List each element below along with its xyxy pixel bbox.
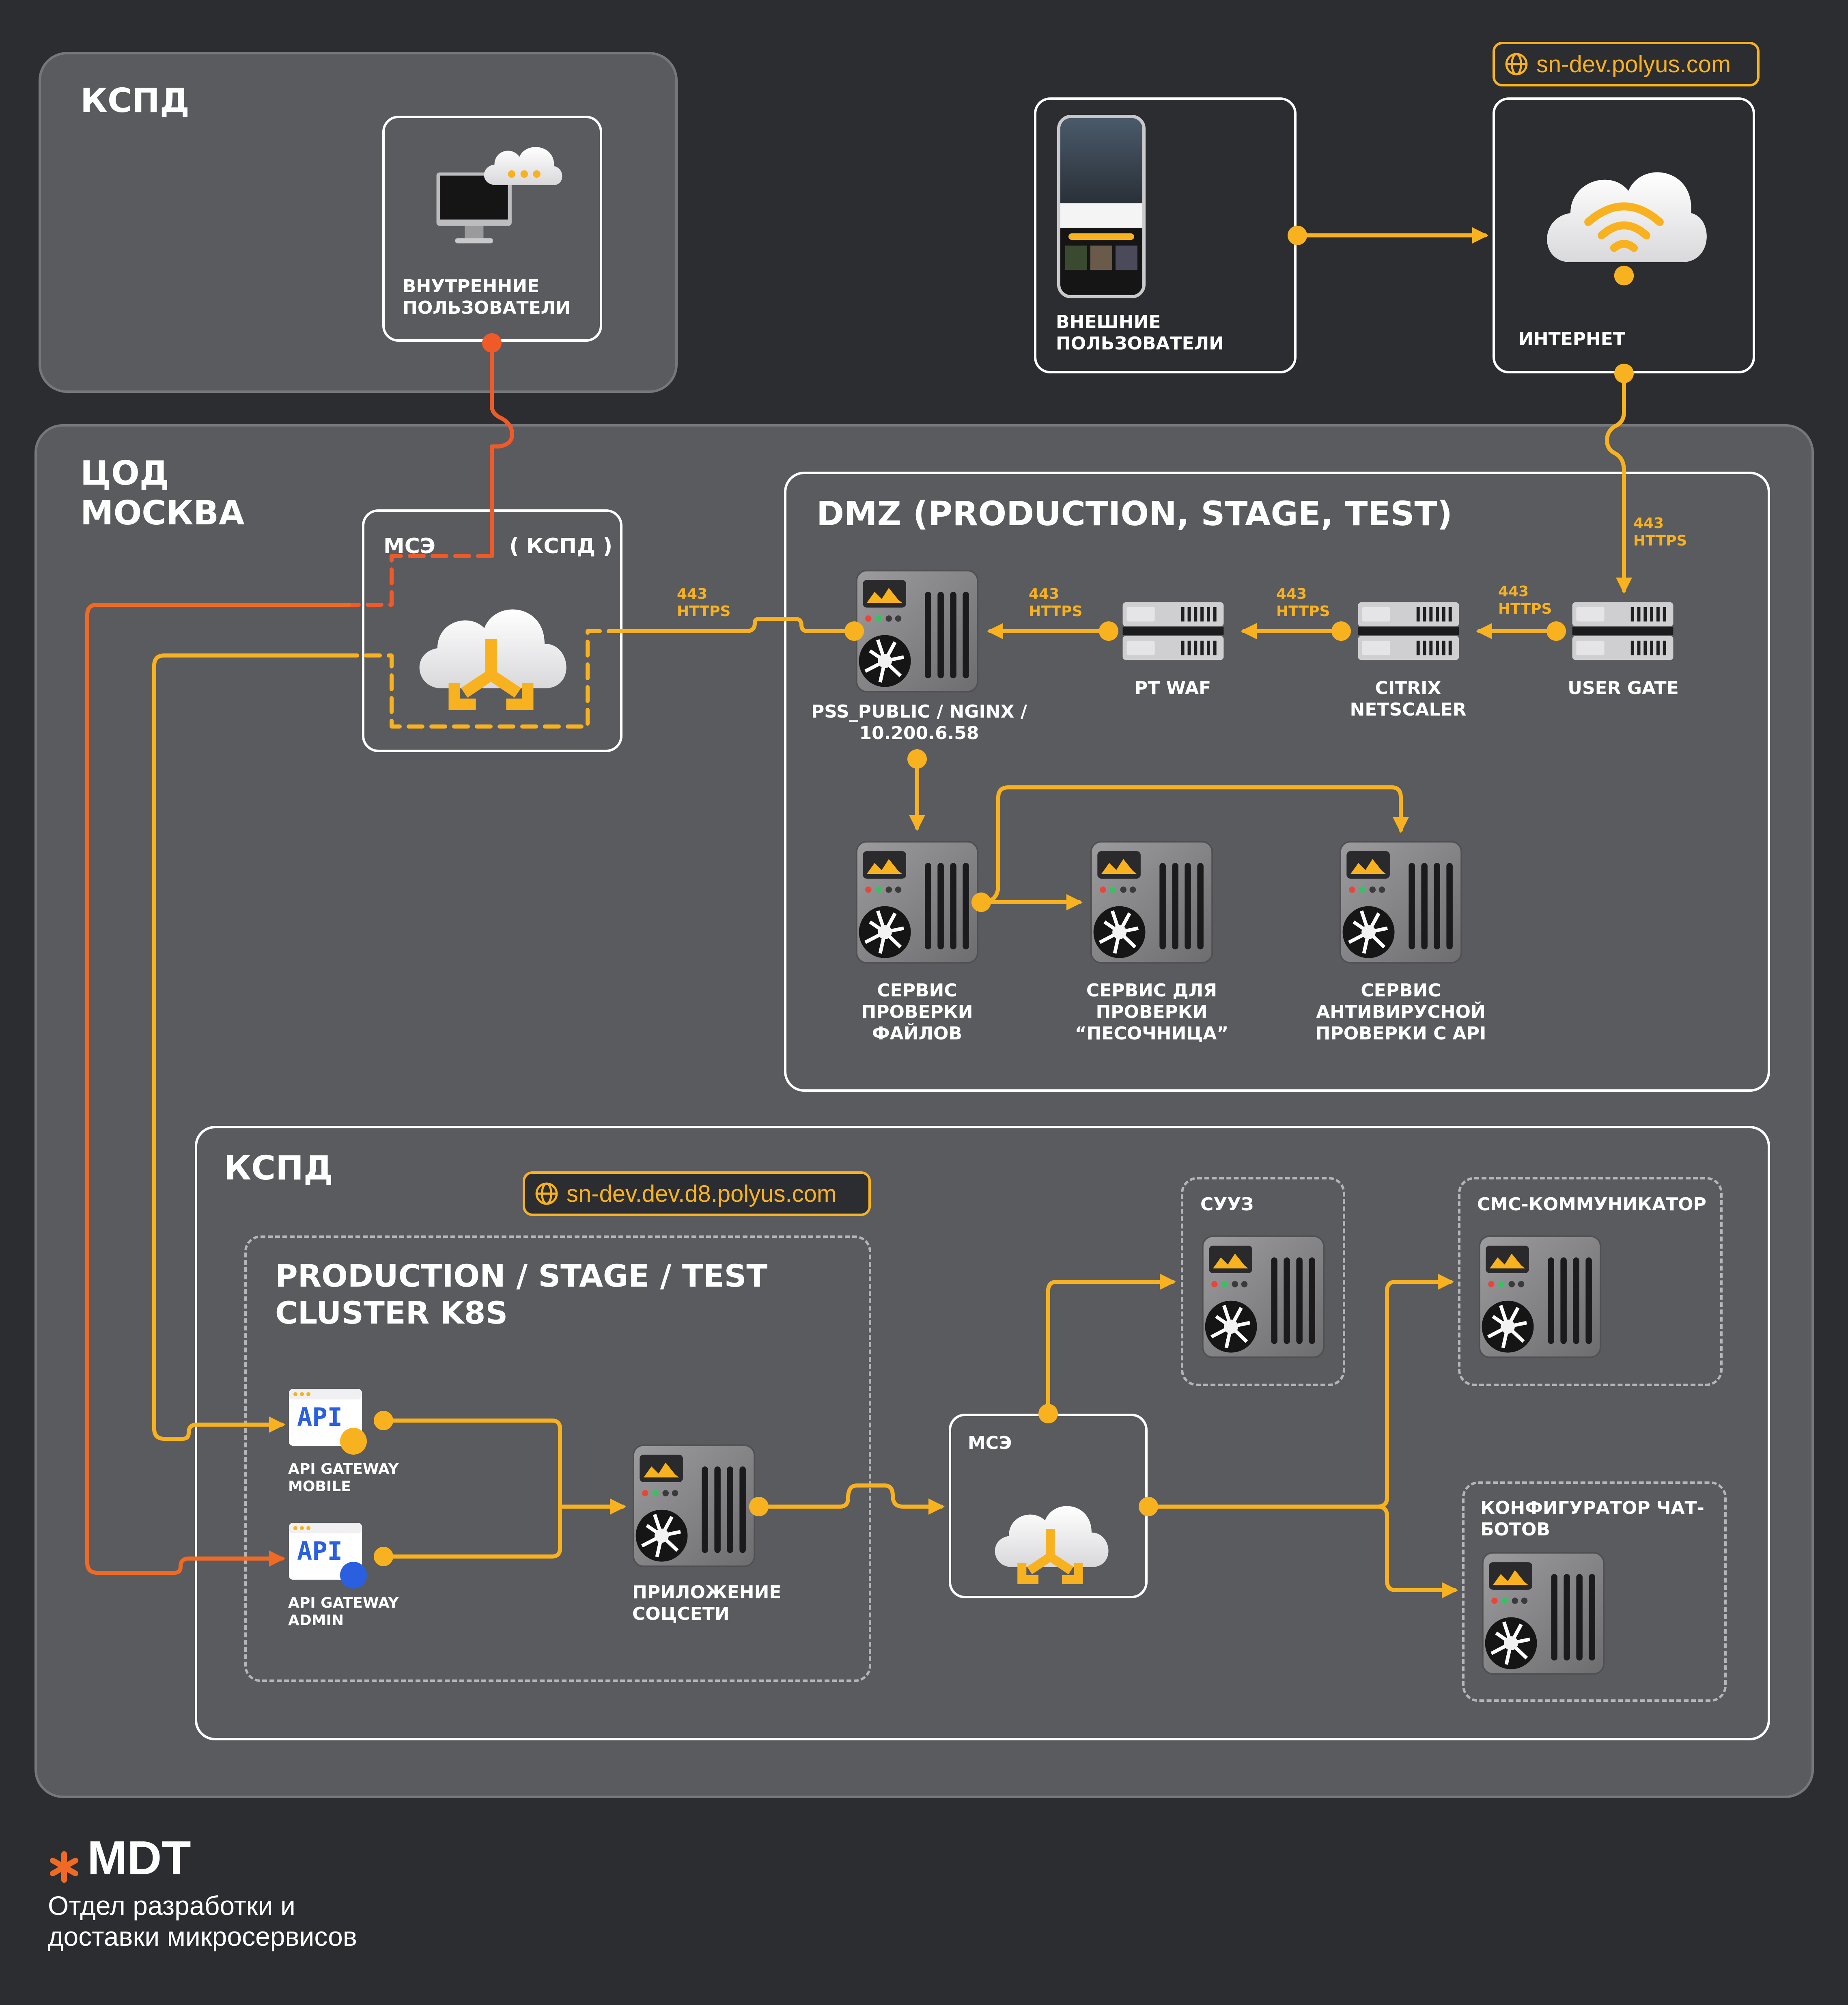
- external-users-label: ВНЕШНИЕ ПОЛЬЗОВАТЕЛИ: [1056, 312, 1224, 354]
- dc-moscow-title: ЦОД МОСКВА: [80, 454, 245, 533]
- mse-kspd-right-label: ( КСПД ): [509, 534, 613, 558]
- sandbox-server-icon: [1089, 839, 1215, 965]
- asterisk-logo-icon: [50, 1851, 78, 1883]
- cloud-merge-icon: [402, 572, 580, 715]
- internal-users-card: [382, 116, 602, 342]
- mse-inner-label: МСЭ: [968, 1433, 1012, 1453]
- chatbot-label: КОНФИГУРАТОР ЧАТ- БОТОВ: [1480, 1498, 1704, 1540]
- pt-waf-rack-icon: [1121, 600, 1226, 664]
- port-citrix-usergate: 443 HTTPS: [1498, 583, 1552, 618]
- api-mobile-badge: API: [297, 1402, 342, 1432]
- suuz-label: СУУЗ: [1200, 1194, 1254, 1215]
- brand-subtitle: Отдел разработки и доставки микросервисо…: [48, 1891, 357, 1951]
- chatbot-server-icon: [1480, 1550, 1606, 1676]
- internet-url-badge[interactable]: sn-dev.polyus.com: [1493, 42, 1760, 86]
- port-mse-pss: 443 HTTPS: [677, 586, 731, 620]
- port-pss-ptwaf: 443 HTTPS: [1029, 586, 1083, 620]
- user-gate-label: USER GATE: [1568, 678, 1679, 699]
- mse-inner-card: [949, 1414, 1148, 1598]
- antivirus-server-icon: [1338, 839, 1464, 965]
- user-gate-rack-icon: [1570, 600, 1675, 664]
- globe-icon: [1504, 52, 1529, 77]
- port-internet-usergate: 443 HTTPS: [1633, 515, 1687, 550]
- mse-kspd-left-label: МСЭ: [383, 534, 436, 558]
- internet-url: sn-dev.polyus.com: [1536, 51, 1731, 78]
- pt-waf-label: PT WAF: [1134, 678, 1211, 699]
- sandbox-label: СЕРВИС ДЛЯ ПРОВЕРКИ “ПЕСОЧНИЦА”: [1075, 980, 1229, 1044]
- api-admin-badge: API: [297, 1536, 342, 1566]
- file-check-label: СЕРВИС ПРОВЕРКИ ФАЙЛОВ: [861, 980, 973, 1044]
- sms-label: СМС-КОММУНИКАТОР: [1477, 1194, 1706, 1215]
- cloud-merge-icon: [981, 1477, 1119, 1588]
- kspd-url-badge[interactable]: sn-dev.dev.d8.polyus.com: [523, 1171, 871, 1216]
- chatbot-zone: [1462, 1481, 1727, 1702]
- globe-icon: [534, 1181, 559, 1206]
- kspd-url: sn-dev.dev.d8.polyus.com: [566, 1180, 837, 1207]
- dmz-title: DMZ (PRODUCTION, STAGE, TEST): [816, 495, 1452, 533]
- social-app-label: ПРИЛОЖЕНИЕ СОЦСЕТИ: [632, 1582, 782, 1624]
- citrix-rack-icon: [1356, 600, 1461, 664]
- social-app-server-icon: [631, 1443, 757, 1569]
- monitor-cloud-icon: [430, 138, 568, 251]
- api-admin-label: API GATEWAY ADMIN: [288, 1595, 399, 1629]
- api-mobile-label: API GATEWAY MOBILE: [288, 1461, 399, 1495]
- antivirus-label: СЕРВИС АНТИВИРУСНОЙ ПРОВЕРКИ С API: [1315, 980, 1486, 1044]
- k8s-cluster-title: PRODUCTION / STAGE / TEST CLUSTER K8S: [275, 1258, 768, 1331]
- gear-icon: [340, 1428, 367, 1455]
- sms-zone: [1458, 1177, 1723, 1386]
- gear-icon: [340, 1562, 367, 1589]
- kspd-top-title: КСПД: [80, 82, 190, 120]
- internet-label: ИНТЕРНЕТ: [1518, 329, 1625, 349]
- smartphone-icon: [1057, 115, 1146, 298]
- wifi-cloud-icon: [1535, 146, 1713, 289]
- internal-users-label: ВНУТРЕННИЕ ПОЛЬЗОВАТЕЛИ: [403, 276, 571, 318]
- pss-public-label: PSS_PUBLIC / NGINX / 10.200.6.58: [811, 701, 1027, 744]
- citrix-label: CITRIX NETSCALER: [1350, 678, 1467, 720]
- port-ptwaf-citrix: 443 HTTPS: [1276, 586, 1330, 620]
- kspd-inner-title: КСПД: [224, 1149, 333, 1188]
- suuz-server-icon: [1200, 1234, 1326, 1360]
- file-check-server-icon: [854, 839, 980, 965]
- brand-name: MDT: [87, 1831, 191, 1885]
- pss-public-server-icon: [854, 568, 980, 694]
- sms-server-icon: [1477, 1234, 1603, 1360]
